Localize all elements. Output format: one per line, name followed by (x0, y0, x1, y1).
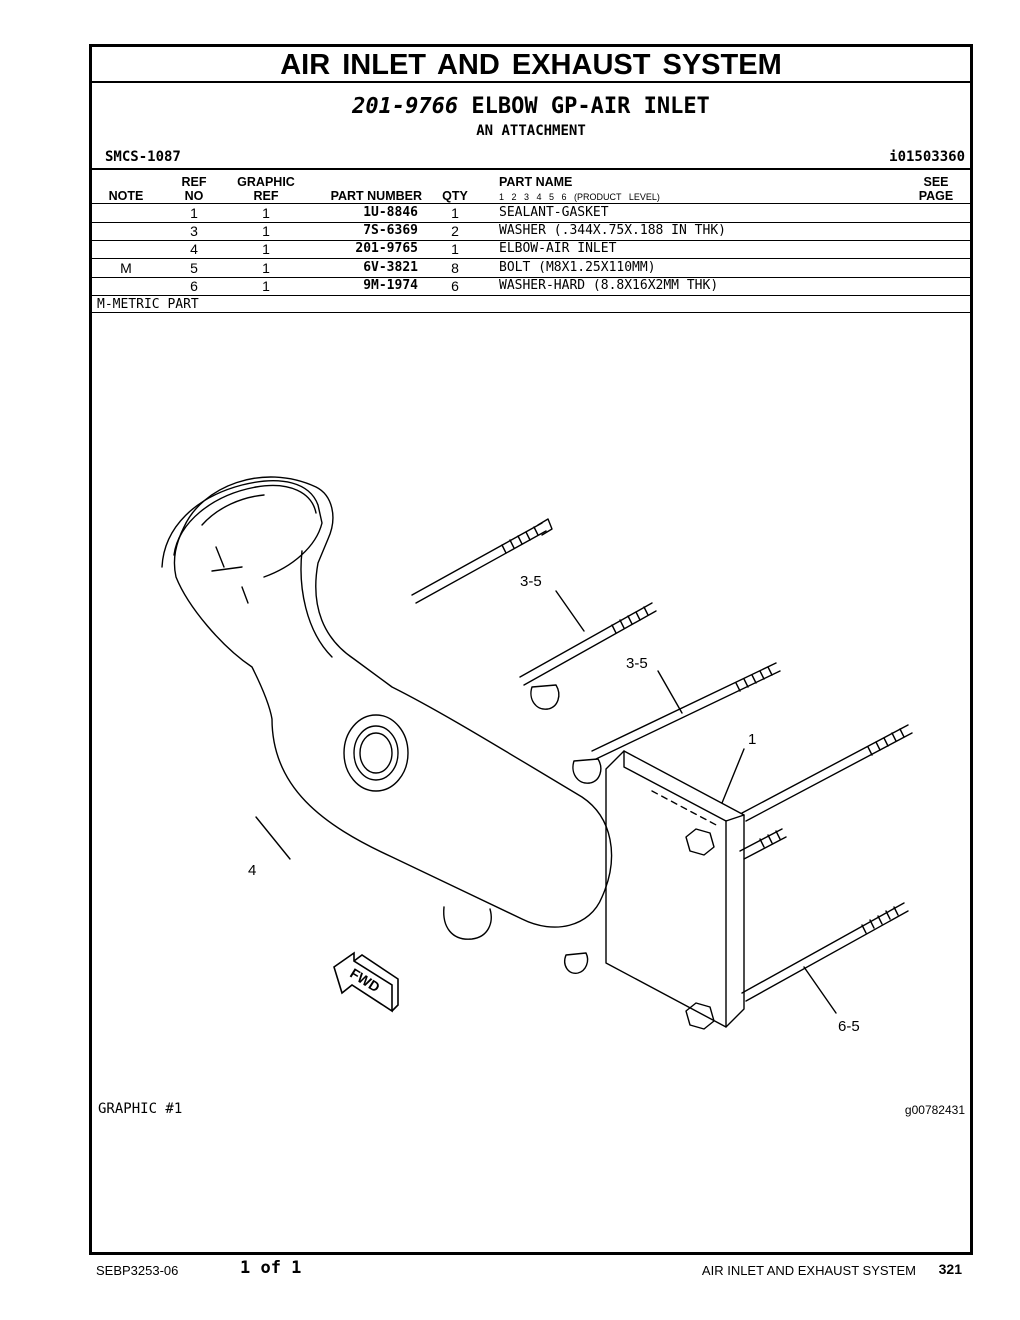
fwd-arrow (333, 951, 399, 1013)
leader-4 (255, 816, 291, 860)
row-2-part-name: WASHER (.344X.75X.188 IN THK) (499, 223, 726, 238)
group-part-number: 201-9766 (352, 94, 459, 119)
footer-section: AIR INLET AND EXHAUST SYSTEM (701, 1263, 916, 1278)
divider (92, 222, 970, 223)
row-3-part-number: 201-9765 (355, 241, 418, 256)
callout-3-5-upper: 3-5 (520, 573, 542, 590)
divider (92, 312, 970, 313)
row-5-graphic-ref: 1 (262, 278, 270, 294)
callout-1: 1 (748, 731, 756, 748)
flange-plate (605, 750, 745, 1028)
divider (92, 295, 970, 296)
group-part-name: ELBOW GP-AIR INLET (471, 94, 710, 119)
row-1-ref-no: 1 (190, 205, 198, 221)
col-header-part-number: PART NUMBER (330, 189, 422, 203)
col-header-qty: QTY (442, 189, 468, 203)
row-1-graphic-ref: 1 (262, 205, 270, 221)
row-1-qty: 1 (451, 205, 459, 221)
bolt-middle (591, 662, 781, 760)
smcs-code: SMCS-1087 (105, 149, 181, 165)
bolt-right-middle (739, 828, 787, 860)
row-5-ref-no: 6 (190, 278, 198, 294)
washer-upper (530, 684, 560, 710)
row-4-qty: 8 (451, 260, 459, 276)
hex-bolt-head-lower (685, 1002, 715, 1030)
metric-note: M-METRIC PART (97, 297, 199, 312)
row-3-part-name: ELBOW-AIR INLET (499, 241, 617, 256)
col-header-graphic-ref-top: GRAPHIC (237, 175, 295, 189)
row-3-graphic-ref: 1 (262, 241, 270, 257)
bolt-bottom (741, 902, 909, 1002)
washer-lower (572, 758, 602, 784)
row-5-qty: 6 (451, 278, 459, 294)
row-1-part-name: SEALANT-GASKET (499, 205, 609, 220)
graphic-id: g00782431 (904, 1103, 965, 1117)
divider (92, 203, 970, 204)
divider (92, 168, 970, 170)
row-2-part-number: 7S-6369 (363, 223, 418, 238)
callout-6-5: 6-5 (838, 1018, 860, 1035)
row-4-ref-no: 5 (190, 260, 198, 276)
bolt-right-upper (741, 724, 913, 822)
col-header-ref-no-bottom: NO (184, 189, 204, 203)
graphic-label: GRAPHIC #1 (98, 1101, 183, 1117)
row-3-ref-no: 4 (190, 241, 198, 257)
product-levels: 1 2 3 4 5 6 (PRODUCT LEVEL) (499, 192, 660, 202)
row-1-part-number: 1U-8846 (363, 205, 418, 220)
row-4-note: M (120, 260, 132, 276)
col-header-see-page-top: SEE (923, 175, 949, 189)
col-header-see-page-bottom: PAGE (918, 189, 954, 203)
callout-3-5-lower: 3-5 (626, 655, 648, 672)
attachment-label: AN ATTACHMENT (476, 123, 586, 139)
side-port-boss (343, 714, 409, 792)
hex-bolt-head-upper (685, 828, 715, 856)
row-2-ref-no: 3 (190, 223, 198, 239)
row-5-part-number: 9M-1974 (363, 278, 418, 293)
bolt-upper-middle (519, 602, 657, 686)
row-4-graphic-ref: 1 (262, 260, 270, 276)
row-5-part-name: WASHER-HARD (8.8X16X2MM THK) (499, 278, 719, 293)
row-3-qty: 1 (451, 241, 459, 257)
footer-page-of: 1 of 1 (240, 1258, 302, 1278)
row-4-part-name: BOLT (M8X1.25X110MM) (499, 260, 656, 275)
leader-6-5 (803, 966, 837, 1014)
divider (92, 258, 970, 259)
elbow-body (173, 476, 613, 928)
leader-1 (721, 748, 745, 804)
col-header-graphic-ref-bottom: REF (253, 189, 279, 203)
divider (92, 277, 970, 278)
col-header-part-name: PART NAME (499, 175, 573, 189)
leader-3-5-lower (657, 670, 683, 714)
footer-page-number: 321 (938, 1261, 962, 1277)
row-2-graphic-ref: 1 (262, 223, 270, 239)
footer-doc-id: SEBP3253-06 (96, 1263, 179, 1278)
row-4-part-number: 6V-3821 (363, 260, 418, 275)
divider (92, 240, 970, 241)
col-header-ref-no-top: REF (181, 175, 207, 189)
page-frame: AIR INLET AND EXHAUST SYSTEM 201-9766 EL… (89, 44, 973, 1255)
leader-3-5-upper (555, 590, 585, 632)
col-header-note: NOTE (108, 189, 144, 203)
callout-4: 4 (248, 862, 256, 879)
bolt-top (411, 518, 553, 604)
row-2-qty: 2 (451, 223, 459, 239)
page-title: AIR INLET AND EXHAUST SYSTEM (92, 47, 970, 83)
group-heading: 201-9766 ELBOW GP-AIR INLET (92, 94, 970, 119)
illustration-id: i01503360 (889, 149, 965, 165)
exploded-view-illustration: 3-5 3-5 1 4 6-5 FWD (161, 476, 913, 1035)
